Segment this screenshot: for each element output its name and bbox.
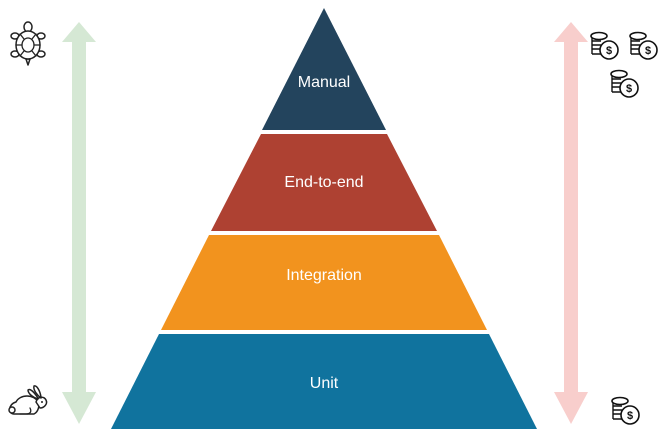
pyramid-tier-integration: Integration (161, 235, 487, 330)
cost-arrow (554, 22, 588, 424)
tier-integration-shape (161, 235, 487, 330)
speed-arrow (62, 22, 96, 424)
tier-integration-label: Integration (286, 267, 362, 284)
coin-stack-icon: $ (610, 69, 639, 98)
svg-text:$: $ (627, 410, 633, 422)
pyramid: Manual End-to-end Integration Unit (111, 8, 537, 429)
pyramid-tier-manual: Manual (262, 8, 386, 130)
tier-unit-label: Unit (310, 375, 339, 392)
speed-arrow-shaft (72, 40, 86, 394)
cost-arrow-head-top (554, 22, 588, 42)
cost-arrow-head-bottom (554, 392, 588, 424)
coin-stack-icon: $ (629, 31, 658, 60)
cost-arrow-shaft (564, 40, 578, 394)
pyramid-tier-unit: Unit (111, 334, 537, 429)
pyramid-tier-end-to-end: End-to-end (211, 134, 437, 231)
coin-stack-icon: $ (611, 396, 640, 425)
rabbit-icon (8, 385, 48, 415)
speed-arrow-head-top (62, 22, 96, 42)
svg-text:$: $ (606, 45, 612, 57)
turtle-icon (10, 21, 46, 66)
tier-end-to-end-label: End-to-end (284, 174, 363, 191)
svg-text:$: $ (626, 83, 632, 95)
tier-manual-shape (262, 8, 386, 130)
tier-end-to-end-shape (211, 134, 437, 231)
tier-unit-shape (111, 334, 537, 429)
svg-text:$: $ (645, 45, 651, 57)
speed-arrow-head-bottom (62, 392, 96, 424)
coin-stack-icon: $ (590, 31, 619, 60)
tier-manual-label: Manual (298, 74, 350, 91)
